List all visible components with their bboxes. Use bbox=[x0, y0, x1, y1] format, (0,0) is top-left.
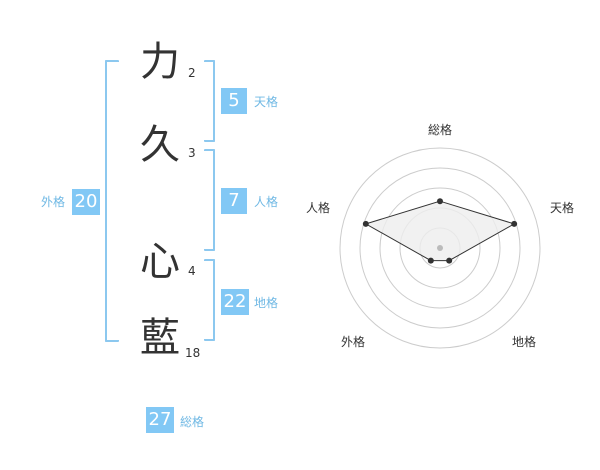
soukaku-score: 27 bbox=[146, 407, 174, 433]
gaikaku-score: 20 bbox=[72, 189, 100, 215]
name-char-4: 藍 bbox=[140, 315, 180, 361]
jinkaku-score: 7 bbox=[221, 188, 247, 214]
radar-point-3 bbox=[427, 257, 434, 264]
radar-label-chikaku: 地格 bbox=[512, 335, 537, 349]
gaikaku-label: 外格 bbox=[41, 195, 66, 209]
chikaku-label: 地格 bbox=[254, 296, 279, 310]
radar-point-0 bbox=[437, 198, 443, 205]
tenkaku-bracket bbox=[204, 60, 215, 142]
tenkaku-label: 天格 bbox=[254, 95, 279, 109]
radar-label-soukaku: 総格 bbox=[428, 123, 453, 137]
name-char-3: 心 bbox=[140, 239, 180, 285]
radar-center-dot bbox=[437, 245, 443, 251]
stroke-count-1: 2 bbox=[188, 66, 196, 80]
stroke-count-2: 3 bbox=[188, 146, 196, 160]
radar-grid-ring bbox=[379, 187, 501, 309]
radar-point-2 bbox=[446, 257, 453, 264]
radar-grid-ring bbox=[339, 147, 541, 349]
soukaku-label: 総格 bbox=[180, 415, 205, 429]
radar-point-4 bbox=[362, 220, 369, 227]
radar-series-area bbox=[364, 200, 516, 262]
jinkaku-bracket bbox=[204, 149, 215, 251]
stroke-count-4: 18 bbox=[185, 346, 201, 360]
radar-label-gaikaku: 外格 bbox=[341, 335, 366, 349]
radar-label-jinkaku: 人格 bbox=[306, 201, 331, 215]
tenkaku-score: 5 bbox=[221, 88, 247, 114]
radar-label-tenkaku: 天格 bbox=[550, 201, 575, 215]
name-char-2: 久 bbox=[140, 122, 180, 168]
chikaku-bracket bbox=[204, 259, 215, 341]
stroke-count-3: 4 bbox=[188, 264, 196, 278]
radar-point-1 bbox=[511, 220, 518, 227]
gaikaku-bracket bbox=[105, 60, 119, 342]
chikaku-score: 22 bbox=[221, 289, 249, 315]
name-char-1: 力 bbox=[140, 39, 180, 85]
jinkaku-label: 人格 bbox=[254, 195, 279, 209]
radar-grid-ring bbox=[359, 167, 521, 329]
